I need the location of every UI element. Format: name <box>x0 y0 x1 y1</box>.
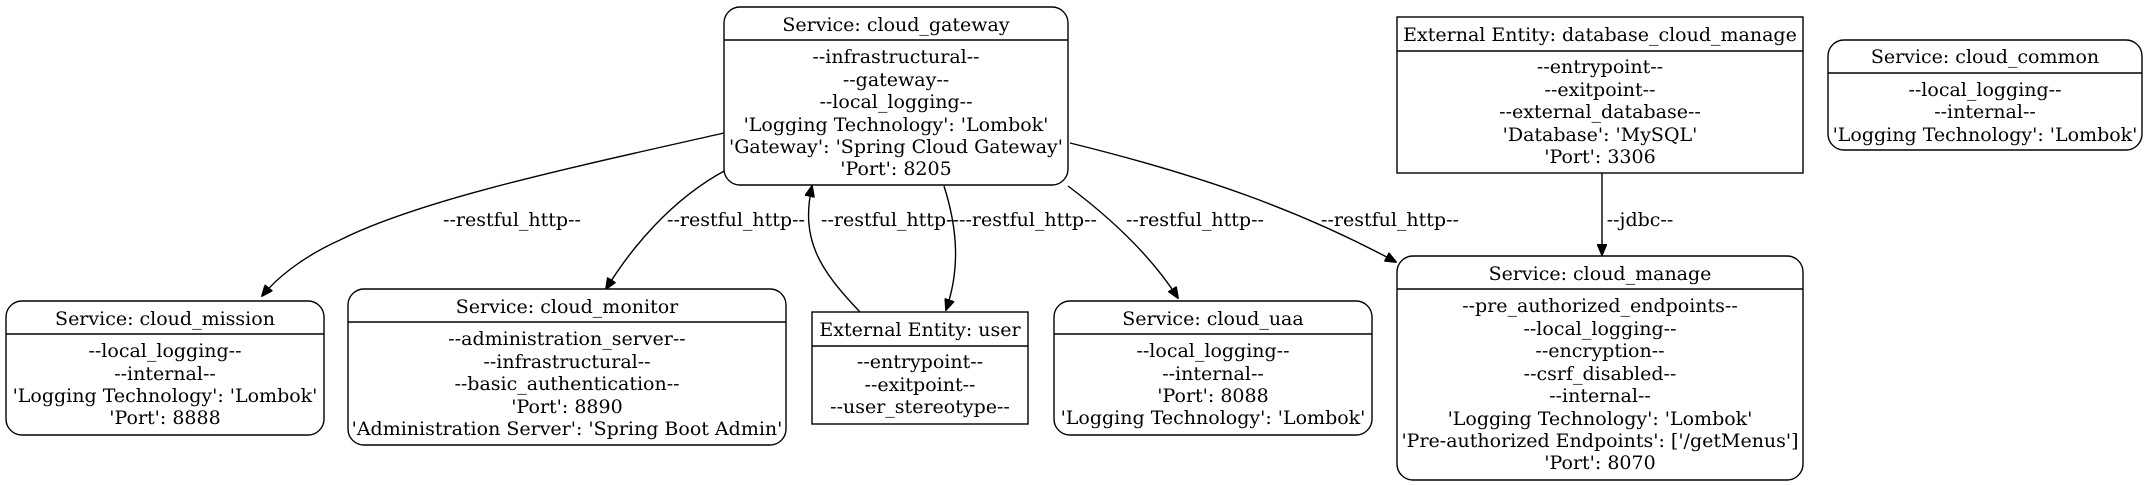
node-line: 'Administration Server': 'Spring Boot Ad… <box>352 418 783 440</box>
node-line: --entrypoint-- <box>1537 56 1663 78</box>
edge-gateway-to-user <box>943 185 957 310</box>
node-title: Service: cloud_monitor <box>456 296 679 318</box>
edge-gateway-to-mission <box>262 132 725 296</box>
edge-label-gateway-to-uaa: --restful_http-- <box>1126 209 1264 231</box>
node-line: --administration_server-- <box>448 328 685 350</box>
edge-gateway-to-uaa <box>1067 185 1178 298</box>
node-line: --exitpoint-- <box>865 374 976 396</box>
node-line: --entrypoint-- <box>857 351 983 373</box>
edge-label-gateway-to-manage: --restful_http-- <box>1321 209 1459 231</box>
node-line: 'Port': 8890 <box>511 396 622 418</box>
node-line: --internal-- <box>1549 385 1651 407</box>
node-line: 'Logging Technology': 'Lombok' <box>744 114 1049 136</box>
node-cloud-mission: Service: cloud_mission --local_logging--… <box>5 300 325 436</box>
node-title: Service: cloud_uaa <box>1122 308 1303 330</box>
node-line: --gateway-- <box>843 69 949 91</box>
node-cloud-manage: Service: cloud_manage --pre_authorized_e… <box>1396 255 1804 481</box>
node-title: External Entity: user <box>819 319 1021 341</box>
node-line: 'Port': 8205 <box>840 158 951 180</box>
node-cloud-monitor: Service: cloud_monitor --administration_… <box>347 288 787 446</box>
edge-label-user-to-gateway: --restful_http-- <box>821 209 959 231</box>
edge-gateway-to-monitor <box>606 169 727 289</box>
node-cloud-common: Service: cloud_common --local_logging-- … <box>1827 39 2143 151</box>
node-line: --local_logging-- <box>1523 318 1676 340</box>
node-line: 'Logging Technology': 'Lombok' <box>13 385 318 407</box>
node-line: 'Port': 8088 <box>1157 385 1268 407</box>
edges: --restful_http-- --restful_http-- --rest… <box>262 132 1674 313</box>
node-line: 'Pre-authorized Endpoints': ['/getMenus'… <box>1401 430 1798 452</box>
node-line: --local_logging-- <box>819 91 972 113</box>
node-line: --internal-- <box>114 363 216 385</box>
node-line: 'Port': 3306 <box>1544 146 1655 168</box>
node-line: --basic_authentication-- <box>454 373 679 395</box>
edge-label-gateway-to-mission: --restful_http-- <box>443 209 581 231</box>
node-line: --csrf_disabled-- <box>1524 363 1677 385</box>
node-line: --local_logging-- <box>1908 79 2061 101</box>
edge-gateway-to-manage <box>1069 142 1396 262</box>
node-line: --exitpoint-- <box>1545 79 1656 101</box>
node-title: Service: cloud_common <box>1871 46 2099 68</box>
node-line: 'Database': 'MySQL' <box>1503 124 1698 146</box>
node-line: --local_logging-- <box>1136 340 1289 362</box>
node-user: External Entity: user --entrypoint-- --e… <box>811 311 1029 425</box>
node-title: External Entity: database_cloud_manage <box>1403 24 1797 46</box>
node-line: 'Gateway': 'Spring Cloud Gateway' <box>729 136 1063 158</box>
node-cloud-uaa: Service: cloud_uaa --local_logging-- --i… <box>1053 300 1373 436</box>
node-line: --internal-- <box>1934 101 2036 123</box>
node-line: --local_logging-- <box>88 340 241 362</box>
node-line: --encryption-- <box>1535 340 1664 362</box>
node-line: 'Logging Technology': 'Lombok' <box>1061 407 1366 429</box>
node-line: --user_stereotype-- <box>830 396 1010 418</box>
edge-user-to-gateway <box>809 186 861 313</box>
node-cloud-gateway: Service: cloud_gateway --infrastructural… <box>723 6 1069 186</box>
node-title: Service: cloud_mission <box>55 308 275 330</box>
node-database-cloud-manage: External Entity: database_cloud_manage -… <box>1396 16 1804 174</box>
edge-label-database-to-manage: --jdbc-- <box>1607 209 1674 231</box>
node-title: Service: cloud_manage <box>1489 263 1712 285</box>
node-line: --external_database-- <box>1499 101 1701 123</box>
edge-label-gateway-to-user: --restful_http-- <box>959 209 1097 231</box>
node-line: --infrastructural-- <box>812 46 979 68</box>
node-line: --internal-- <box>1162 363 1264 385</box>
node-line: 'Port': 8888 <box>109 407 220 429</box>
node-line: --pre_authorized_endpoints-- <box>1462 295 1738 317</box>
node-line: 'Port': 8070 <box>1544 452 1655 474</box>
edge-label-gateway-to-monitor: --restful_http-- <box>667 209 805 231</box>
node-title: Service: cloud_gateway <box>782 14 1009 36</box>
node-line: 'Logging Technology': 'Lombok' <box>1448 408 1753 430</box>
node-line: --infrastructural-- <box>483 351 650 373</box>
node-line: 'Logging Technology': 'Lombok' <box>1833 124 2138 146</box>
